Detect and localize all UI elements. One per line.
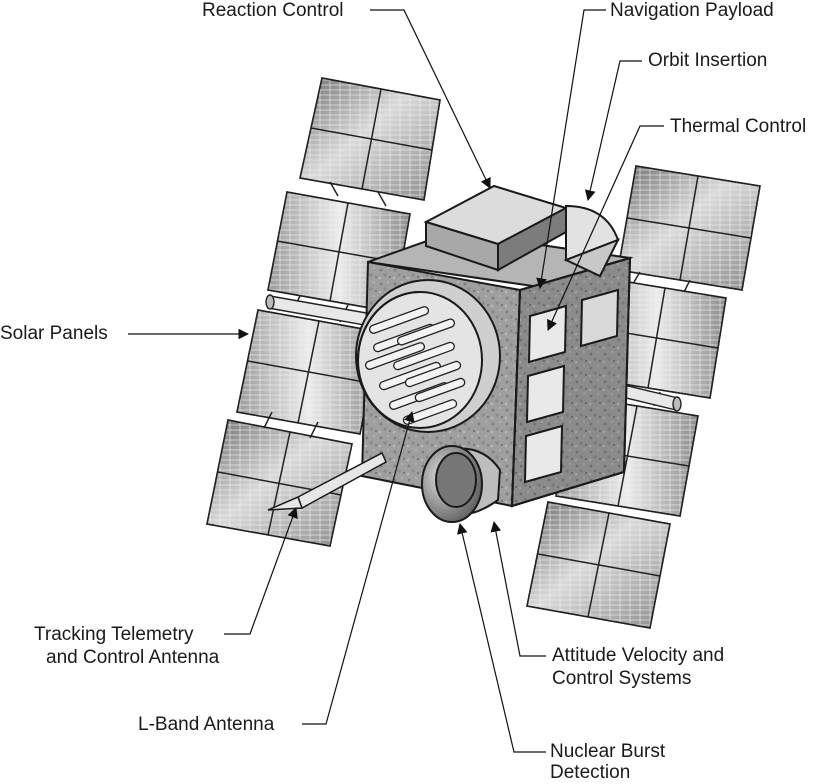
- leader-orbit-insertion: [584, 60, 642, 202]
- leader-attitude: [490, 520, 546, 657]
- label-tracking-telemetry-1: Tracking Telemetry: [34, 624, 194, 645]
- leader-thermal-control: [547, 125, 664, 331]
- leader-lines: [128, 9, 664, 753]
- label-tracking-telemetry-2: and Control Antenna: [46, 647, 220, 668]
- label-reaction-control: Reaction Control: [202, 0, 344, 21]
- leader-reaction-control: [370, 9, 491, 189]
- label-navigation-payload: Navigation Payload: [610, 0, 774, 21]
- navigation-antenna-array: [355, 279, 501, 433]
- label-attitude-velocity-2: Control Systems: [552, 668, 692, 689]
- label-nuclear-burst-2: Detection: [550, 762, 631, 783]
- label-attitude-velocity-1: Attitude Velocity and: [552, 645, 725, 666]
- label-orbit-insertion: Orbit Insertion: [648, 50, 768, 71]
- leader-ttc: [224, 506, 298, 635]
- label-l-band-antenna: L-Band Antenna: [138, 714, 275, 735]
- helix-antennas: [364, 306, 466, 425]
- reaction-control-box: [423, 184, 569, 272]
- ttc-antenna: [267, 451, 387, 511]
- leader-nuclear-burst: [456, 522, 546, 753]
- leader-navigation-payload: [536, 9, 606, 290]
- label-nuclear-burst-1: Nuclear Burst: [550, 741, 666, 762]
- leader-l-band: [302, 410, 415, 725]
- label-thermal-control: Thermal Control: [670, 116, 807, 137]
- nuclear-burst-detector: [421, 445, 502, 523]
- left-solar-array: [206, 77, 441, 547]
- label-solar-panels: Solar Panels: [0, 323, 108, 344]
